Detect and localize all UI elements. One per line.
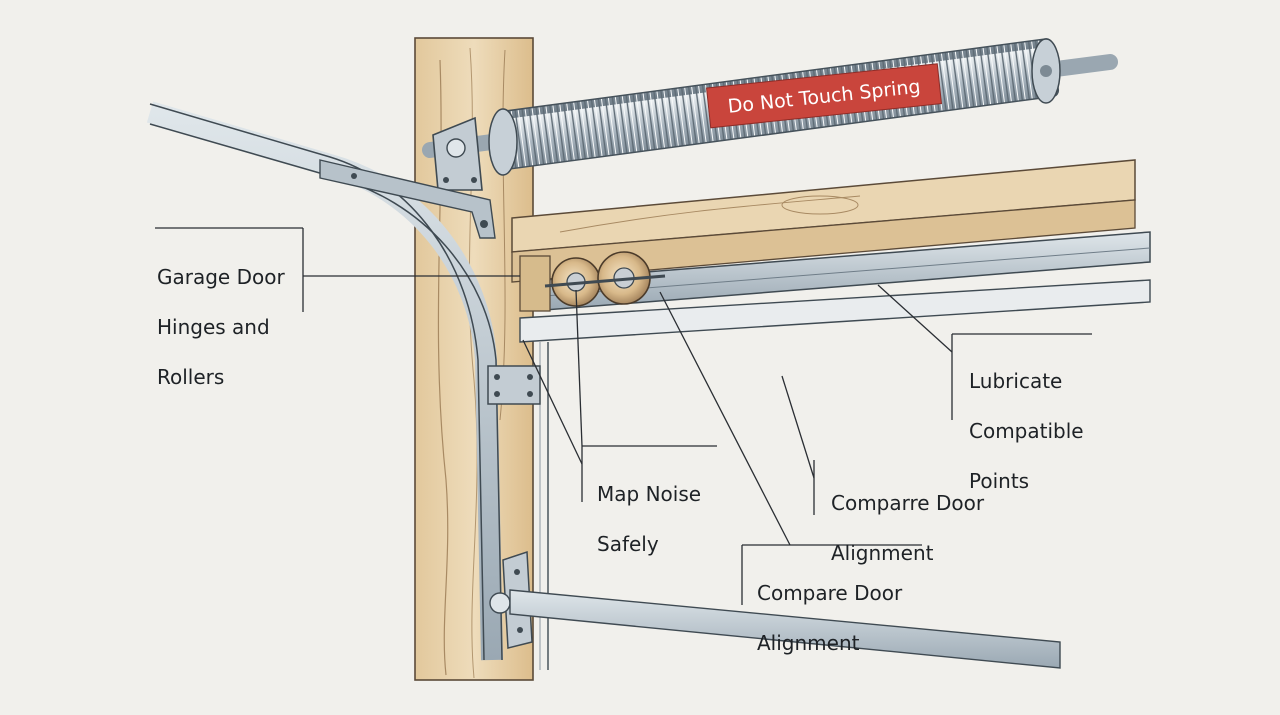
curved-track — [146, 101, 503, 661]
rollers — [519, 251, 666, 312]
callout-hinges-rollers: Garage Door Hinges and Rollers — [157, 265, 285, 389]
callout-map-noise: Map Noise Safely — [597, 482, 702, 556]
lower-rail — [509, 589, 1061, 669]
spring-bracket — [432, 116, 483, 191]
callout-lubricate: Lubricate Compatible Points — [969, 369, 1084, 493]
callout-comparre-alignment: Comparre Door Alignment — [831, 491, 985, 565]
torsion-spring: Do Not Touch Spring — [422, 38, 1118, 176]
leader-lines — [155, 227, 1092, 605]
callout-compare-alignment: Compare Door Alignment — [757, 581, 903, 655]
upper-hinge — [487, 365, 541, 405]
wood-header — [511, 159, 1136, 283]
